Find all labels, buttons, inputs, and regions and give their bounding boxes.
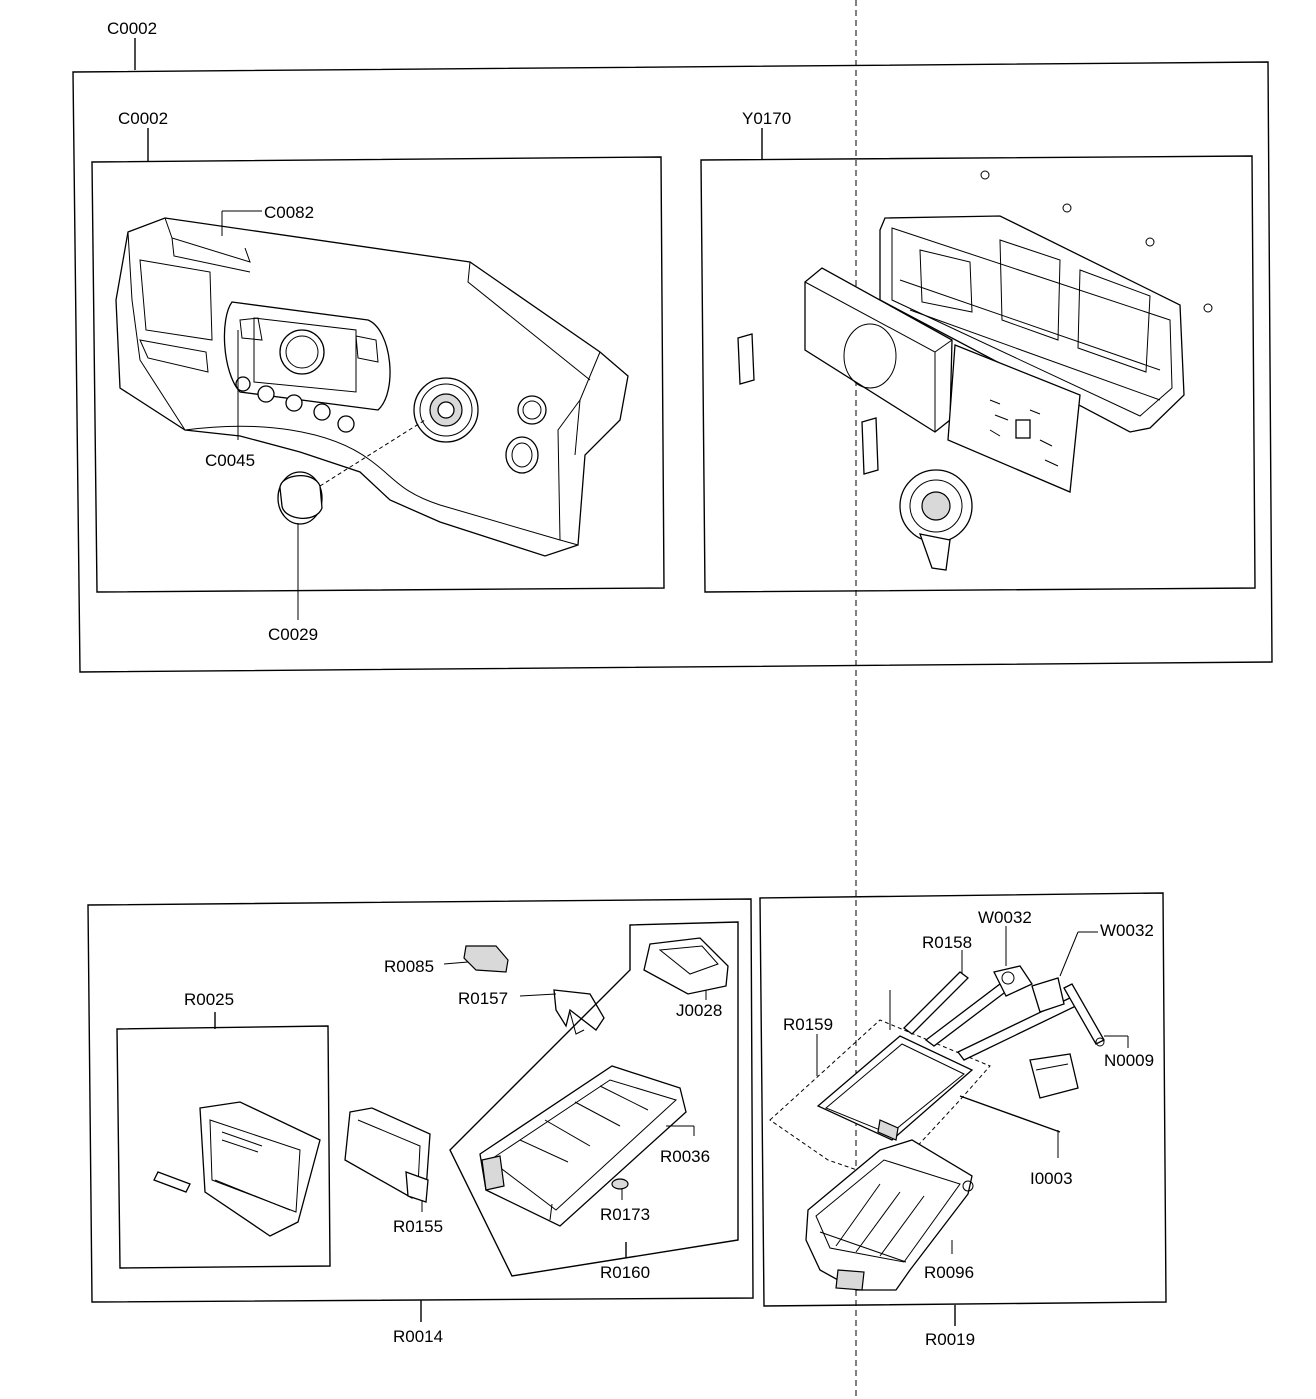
drawer-housing-part — [805, 1139, 974, 1291]
cover-plate-part — [816, 1035, 974, 1141]
label-r0036: R0036 — [660, 1147, 710, 1166]
drawer-subframe — [449, 921, 739, 1277]
label-panel: C0082 — [264, 203, 314, 222]
label-r0159: R0159 — [783, 1015, 833, 1034]
label-r0160: R0160 — [600, 1263, 650, 1282]
label-top-outer: C0002 — [107, 19, 157, 38]
control-panel-part — [115, 217, 629, 557]
control-panel-box: C0002 — [91, 109, 665, 644]
label-pcb-assembly: Y0170 — [742, 109, 791, 128]
label-r0085: R0085 — [384, 957, 434, 976]
label-r0173: R0173 — [600, 1205, 650, 1224]
dispenser-group-frame — [87, 898, 754, 1303]
label-i0003: I0003 — [1030, 1169, 1073, 1188]
label-r0158: R0158 — [922, 933, 972, 952]
top-outer-frame — [72, 61, 1273, 673]
label-r0096: R0096 — [924, 1263, 974, 1282]
pcb-assembly-part — [737, 170, 1213, 571]
valve-part — [993, 965, 1079, 1099]
dispenser-group: R0014 R0025 R0155 R0085 R0157 — [87, 898, 754, 1346]
pcb-assembly-frame — [700, 155, 1256, 593]
label-w0032-b: W0032 — [1100, 921, 1154, 940]
control-panel-frame — [91, 156, 665, 593]
valve-group-frame — [759, 892, 1167, 1307]
label-knob: C0029 — [268, 625, 318, 644]
label-control-panel-box: C0002 — [118, 109, 168, 128]
drawer-front-part — [153, 1101, 321, 1237]
label-r0155: R0155 — [393, 1217, 443, 1236]
label-n0009: N0009 — [1104, 1051, 1154, 1070]
j0028-part — [643, 937, 729, 995]
drawer-front-frame — [116, 1025, 331, 1269]
valve-group: R0019 R0159 R0158 W0032 — [759, 892, 1167, 1349]
drawer-body-part — [479, 1065, 687, 1227]
r0155-part — [344, 1107, 431, 1203]
label-drawer-front: R0025 — [184, 990, 234, 1009]
label-w0032-a: W0032 — [978, 908, 1032, 927]
label-j0028: J0028 — [676, 1001, 722, 1020]
pcb-assembly-box: Y0170 — [700, 109, 1256, 593]
label-valve-group: R0019 — [925, 1330, 975, 1349]
top-outer-group: C0002 — [72, 19, 1273, 673]
label-dispenser-group: R0014 — [393, 1327, 443, 1346]
label-display-window: C0045 — [205, 451, 255, 470]
label-r0157: R0157 — [458, 989, 508, 1008]
